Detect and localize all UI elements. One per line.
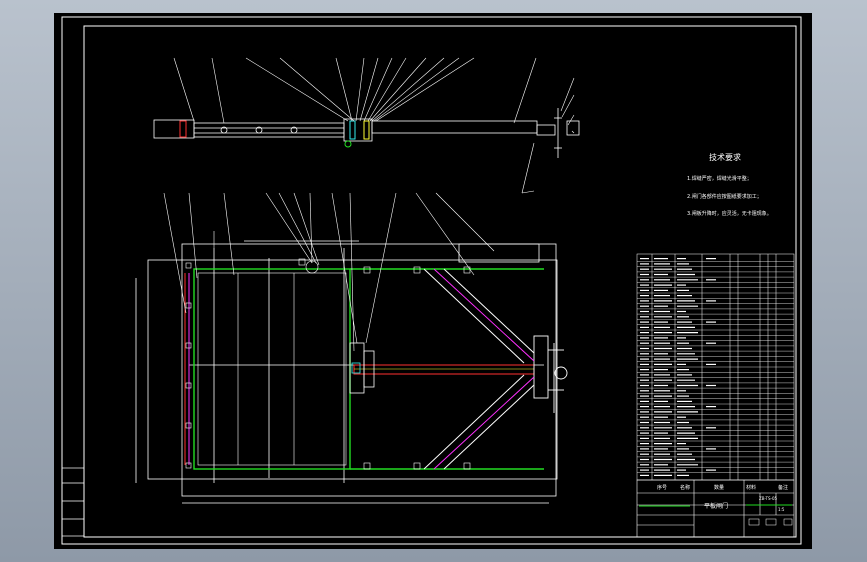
tech-req-item-1: 1.焊缝严密，焊缝光滑平整； (687, 175, 752, 182)
title-block-cells (748, 518, 793, 526)
header-name: 名称 (680, 484, 690, 491)
side-view (153, 108, 580, 158)
hand-wheel (533, 335, 568, 413)
title-block (636, 479, 795, 538)
parts-table-text-strokes (640, 258, 716, 476)
scale-value: 1:5 (778, 507, 785, 512)
header-material: 材料 (746, 484, 756, 491)
cad-viewport[interactable]: 技术要求 1.焊缝严密，焊缝光滑平整； 2.闸门各部件应按图纸要求加工； 3.闸… (54, 13, 812, 549)
side-view-color-marks (179, 120, 370, 148)
diagonal-braces (423, 268, 535, 470)
rail-studs (185, 258, 471, 470)
header-qty: 数量 (714, 484, 724, 491)
technical-requirements: 技术要求 1.焊缝严密，焊缝光滑平整； 2.闸门各部件应按图纸要求加工； 3.闸… (687, 152, 772, 217)
stem (353, 364, 535, 375)
tech-req-title: 技术要求 (709, 152, 741, 162)
guide-rails (184, 273, 190, 465)
leader-lines-top (173, 57, 575, 134)
outer-border (61, 16, 802, 545)
tech-req-item-2: 2.闸门各部件应按图纸要求加工； (687, 193, 762, 200)
title-block-labels: 序号 名称 数量 材料 备注 平板闸门 ZB-TS-05 1:5 (657, 484, 788, 512)
parts-table-rows (637, 261, 794, 473)
drawing-title: 平板闸门 (704, 502, 728, 510)
tech-req-item-3: 3.闸板升降时，应灵活，无卡阻现象。 (687, 210, 772, 217)
sheet-code: ZB-TS-05 (759, 496, 778, 501)
title-block-highlights (639, 504, 792, 507)
gate-drawing: 技术要求 1.焊缝严密，焊缝光滑平整； 2.闸门各部件应按图纸要求加工； 3.闸… (61, 16, 802, 545)
gate-inner-lines (197, 272, 347, 466)
header-remark: 备注 (778, 484, 788, 491)
leader-lines-front (163, 142, 535, 352)
left-mini-block (61, 467, 85, 537)
header-seq: 序号 (657, 484, 667, 491)
inner-border (83, 25, 797, 538)
